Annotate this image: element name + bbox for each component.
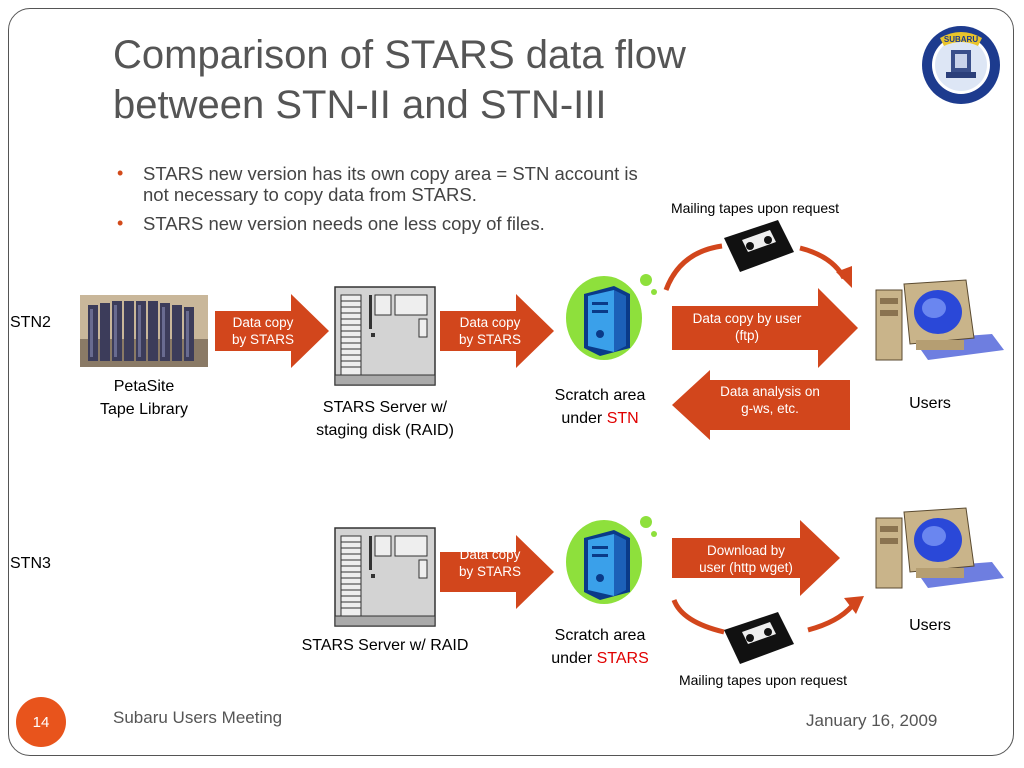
mailing-tapes-label: Mailing tapes upon request bbox=[670, 200, 840, 216]
footer-date: January 16, 2009 bbox=[806, 711, 938, 730]
scratch-area-label: Scratch area under STARS bbox=[551, 627, 649, 667]
stars-server-icon bbox=[334, 527, 436, 627]
user-computer-icon bbox=[875, 507, 1004, 589]
logo-text: SUBARU bbox=[944, 35, 978, 44]
curved-arrow bbox=[663, 243, 852, 291]
curved-arrow bbox=[671, 596, 864, 635]
user-computer-icon bbox=[875, 279, 1004, 361]
stars-server-icon bbox=[334, 286, 436, 386]
users-label: Users bbox=[909, 395, 951, 412]
data-copy-arrow bbox=[440, 535, 554, 609]
page-number: 14 bbox=[16, 697, 66, 747]
stn3-label: STN3 bbox=[10, 555, 51, 572]
bullet-item: STARS new version has its own copy area … bbox=[115, 163, 645, 205]
data-analysis-arrow bbox=[672, 370, 850, 440]
scratch-area-label: Scratch area under STN bbox=[554, 387, 646, 427]
tape-cassette-icon bbox=[724, 612, 794, 664]
stars-server-label: STARS Server w/ staging disk (RAID) bbox=[316, 399, 454, 439]
users-label: Users bbox=[909, 617, 951, 634]
data-copy-arrow bbox=[215, 294, 329, 368]
data-copy-arrow bbox=[440, 294, 554, 368]
stars-server-label: STARS Server w/ RAID bbox=[301, 637, 469, 654]
bullet-list: STARS new version has its own copy area … bbox=[115, 163, 645, 242]
bullet-item: STARS new version needs one less copy of… bbox=[115, 213, 645, 234]
tape-library-image bbox=[80, 295, 208, 367]
mailing-tapes-label: Mailing tapes upon request bbox=[678, 672, 848, 688]
slide-title: Comparison of STARS data flow between ST… bbox=[113, 33, 686, 127]
scratch-area-server-icon bbox=[566, 274, 657, 360]
download-by-user-arrow bbox=[672, 520, 840, 596]
subaru-logo-icon: SUBARU bbox=[922, 26, 1000, 104]
tape-library-label: PetaSite Tape Library bbox=[99, 378, 189, 418]
data-copy-by-user-arrow bbox=[672, 288, 858, 368]
footer-event: Subaru Users Meeting bbox=[113, 708, 283, 727]
slide-frame bbox=[8, 8, 1014, 756]
stn2-label: STN2 bbox=[10, 314, 51, 331]
tape-cassette-icon bbox=[724, 220, 794, 272]
scratch-area-server-icon bbox=[566, 516, 657, 604]
